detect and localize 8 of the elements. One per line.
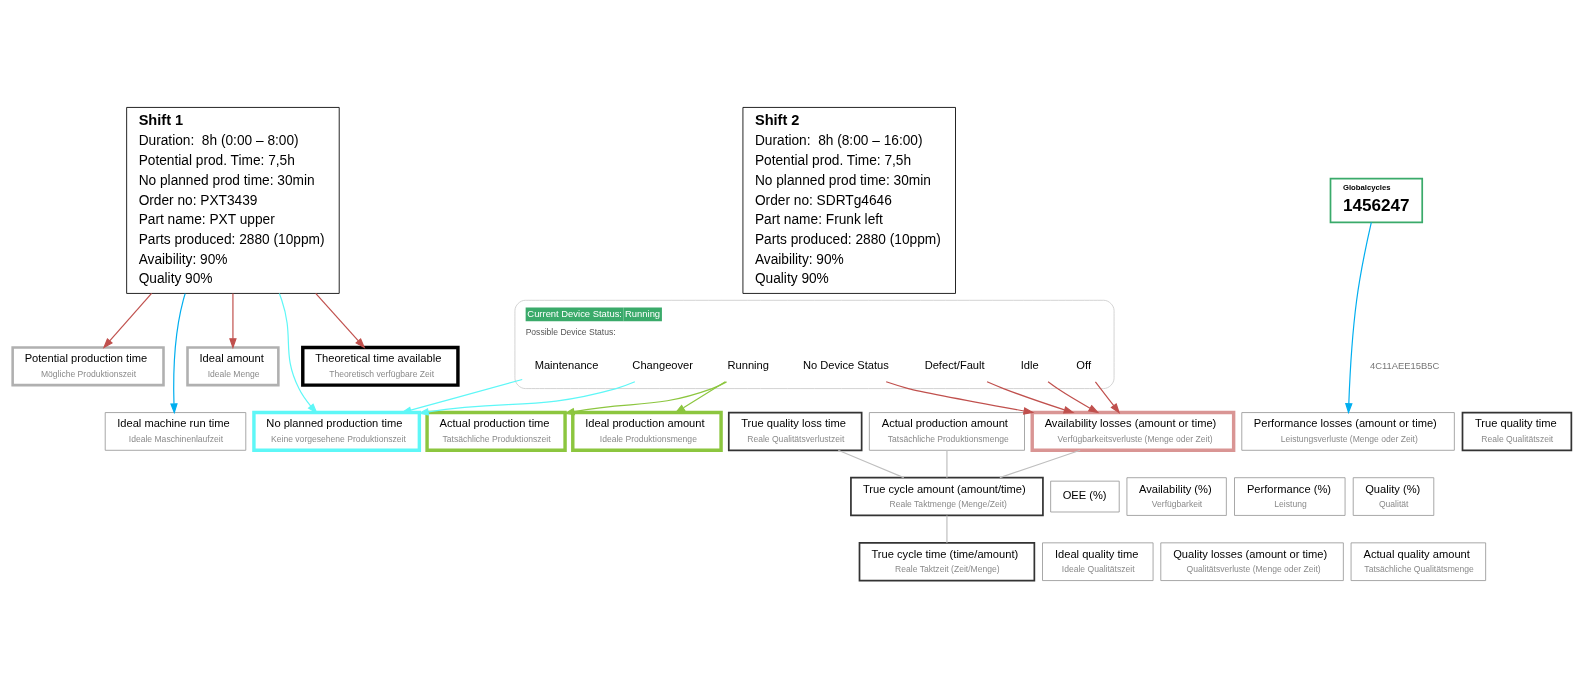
node-text: Idle [1020, 358, 1039, 371]
node-text: Maintenance [534, 358, 599, 371]
node-text: Off [1076, 358, 1091, 371]
node-text: Changeover [632, 358, 693, 371]
node-text: No Device Status [802, 358, 889, 371]
label: 4C11AEE15B5C [1369, 359, 1440, 371]
node-text: Defect/Fault [924, 358, 985, 371]
node-text: Running [727, 358, 769, 371]
